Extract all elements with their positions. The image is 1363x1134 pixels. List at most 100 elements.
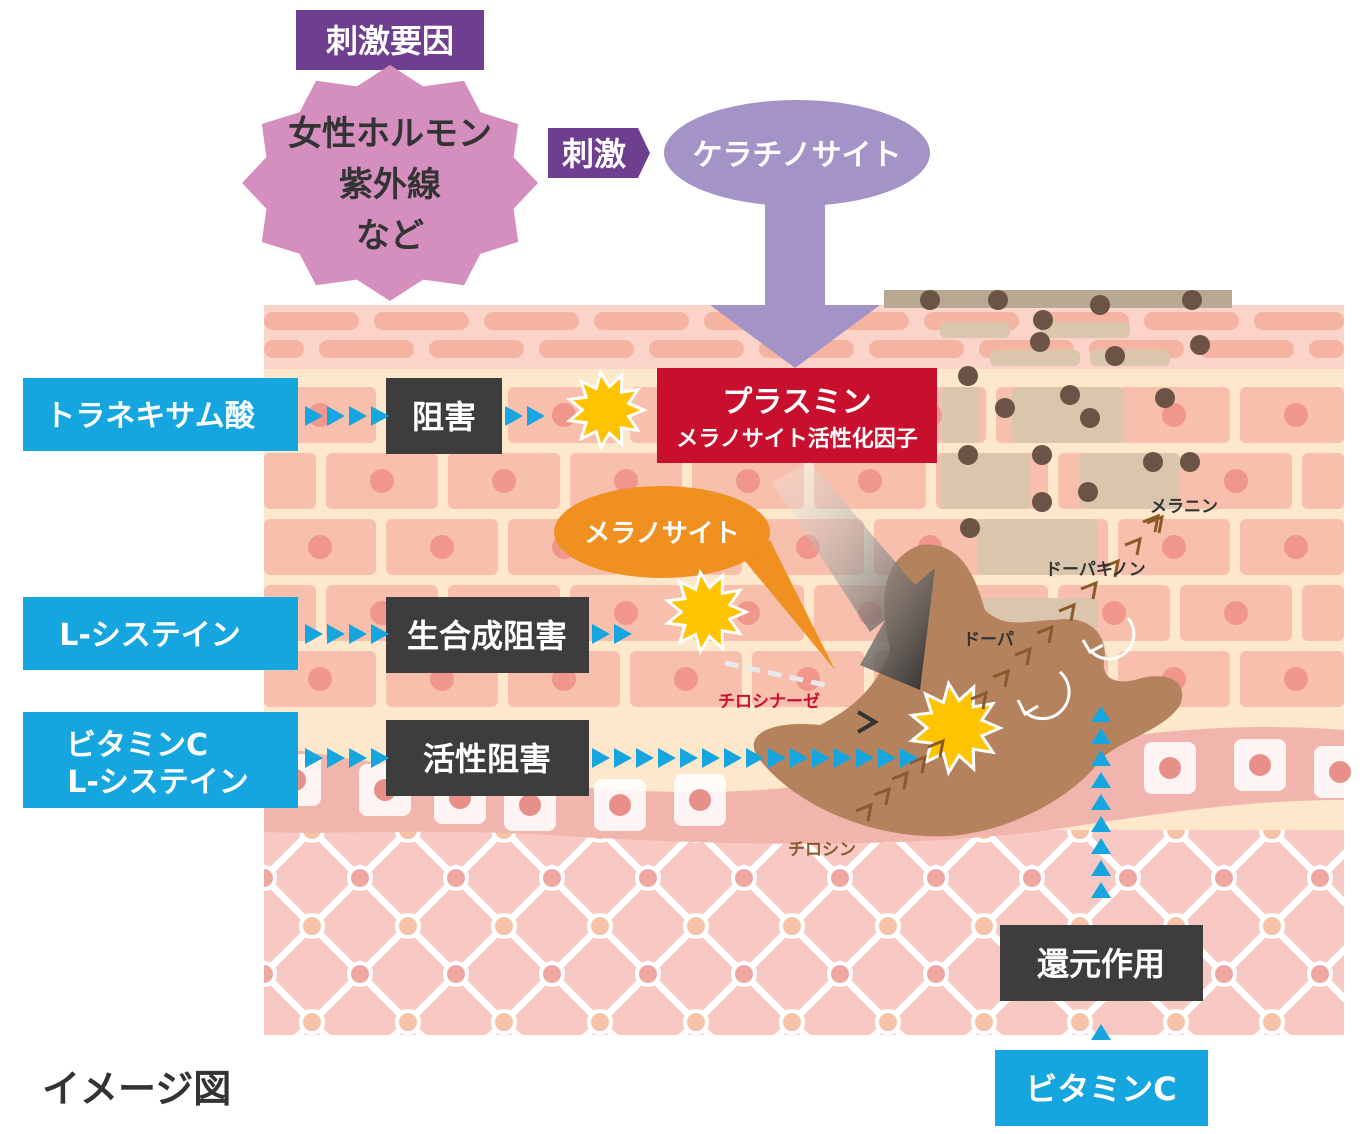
ingredient-box-cysteine xyxy=(23,597,298,670)
arrow-triangle-icon xyxy=(305,748,323,768)
action-inhibit: 阻害 xyxy=(412,398,476,436)
pathway-chevron-icon xyxy=(1058,602,1076,622)
ingredient-box-vitc-cysteine xyxy=(23,712,298,808)
pathway-chevron-icon xyxy=(1102,558,1120,578)
plasmin-subtitle: メラノサイト活性化因子 xyxy=(676,426,918,452)
melanin-granule xyxy=(1033,310,1053,330)
cell-nucleus xyxy=(308,535,332,559)
horn-cell xyxy=(539,340,634,358)
arrow-triangle-icon xyxy=(680,748,698,768)
arrow-triangle-icon xyxy=(768,748,786,768)
arrow-triangle-icon xyxy=(1091,794,1111,810)
pathway-chevron-icon xyxy=(1146,514,1164,534)
horn-cell xyxy=(1144,312,1239,330)
reduction-box xyxy=(1000,925,1203,1001)
cell-nucleus xyxy=(1284,667,1308,691)
reduction-swirl-arrowhead-icon xyxy=(1081,639,1104,655)
arrow-triangle-icon xyxy=(371,748,389,768)
stimulus-header-box xyxy=(296,10,484,70)
cell-nucleus xyxy=(736,601,760,625)
arrow-triangle-icon xyxy=(305,406,323,426)
pathway-chevron-icon xyxy=(992,668,1010,688)
epidermis-cell xyxy=(1302,453,1344,509)
horn-cell xyxy=(1254,312,1344,330)
horn-cell xyxy=(374,312,469,330)
cell-nucleus xyxy=(1329,761,1351,783)
arrow-triangle-icon xyxy=(878,748,896,768)
melanin-granule xyxy=(958,366,978,386)
arrow-triangle-icon xyxy=(592,748,610,768)
cell-nucleus xyxy=(1162,403,1186,427)
reduction-swirl-icon xyxy=(1024,670,1071,721)
pigmented-cell xyxy=(990,350,1080,366)
pathway-chevron-icon xyxy=(1036,624,1054,644)
cell-nucleus xyxy=(1249,754,1271,776)
cell-nucleus xyxy=(1224,469,1248,493)
arrow-triangle-icon xyxy=(349,624,367,644)
arrow-triangle-icon xyxy=(1091,750,1111,766)
stimulus-burst xyxy=(242,65,538,301)
epidermis-cell xyxy=(264,453,316,509)
melanin-granule xyxy=(1030,332,1050,352)
pathway-chevron-icon xyxy=(1080,580,1098,600)
action-box-biosynthesis xyxy=(386,597,589,673)
arrow-triangle-icon xyxy=(1091,728,1111,744)
cell-nucleus xyxy=(736,469,760,493)
melanin-granule xyxy=(1155,388,1175,408)
ingredient-box-tranexamic xyxy=(23,378,298,451)
horn-cell xyxy=(1309,340,1344,358)
reduction-swirl-arrowhead-icon xyxy=(1016,699,1039,717)
cell-nucleus xyxy=(1224,601,1248,625)
star-icon xyxy=(565,368,648,452)
stimulus-tag-arrow xyxy=(548,128,650,178)
horn-cell xyxy=(319,340,414,358)
arrow-triangle-icon xyxy=(790,748,808,768)
action-activity-inhibit: 活性阻害 xyxy=(423,740,551,778)
tyrosinase-dashed-line xyxy=(724,660,826,688)
horn-cell xyxy=(264,340,304,358)
melanocyte-callout-tail xyxy=(740,540,835,670)
arrow-triangle-icon xyxy=(527,406,545,426)
cell-nucleus xyxy=(609,794,631,816)
pigmented-cell xyxy=(940,453,1030,509)
horn-cell xyxy=(1199,340,1294,358)
horn-cell xyxy=(649,340,744,358)
melanin-granule xyxy=(1080,408,1100,428)
melanin-granule xyxy=(1032,445,1052,465)
melanin-granule xyxy=(920,290,940,310)
cell-nucleus xyxy=(430,535,454,559)
cell-nucleus xyxy=(1159,757,1181,779)
cell-nucleus xyxy=(858,469,882,493)
arrow-triangle-icon xyxy=(614,748,632,768)
pigmented-cell xyxy=(1040,322,1130,338)
melanin-granule xyxy=(995,398,1015,418)
cell-nucleus xyxy=(1284,535,1308,559)
horn-cell xyxy=(869,340,964,358)
melanin-granule xyxy=(960,518,980,538)
cell-nucleus xyxy=(1284,403,1308,427)
tyrosine-label: チロシン xyxy=(788,840,856,860)
stimulus-item-etc: など xyxy=(356,216,424,256)
arrow-triangle-icon xyxy=(746,748,764,768)
arrow-triangle-icon xyxy=(371,406,389,426)
pigmented-cell xyxy=(1090,350,1170,366)
cell-nucleus xyxy=(370,469,394,493)
melanin-granule xyxy=(1143,452,1163,472)
epidermis-cell xyxy=(1302,585,1344,641)
ingredient-cysteine-2: L-システイン xyxy=(67,765,249,800)
star-icon xyxy=(908,679,1004,777)
melanocyte-callout xyxy=(554,486,770,578)
arrow-triangle-icon xyxy=(592,624,610,644)
pigmented-area-top xyxy=(884,290,1232,308)
tyrosinase-label: チロシナーゼ xyxy=(718,691,820,712)
stimulus-item-hormone: 女性ホルモン xyxy=(288,114,492,154)
ingredient-cysteine: L-システイン xyxy=(59,618,241,653)
pathway-chevron-icon xyxy=(1014,646,1032,666)
arrow-triangle-icon xyxy=(327,406,345,426)
keratinocyte-label: ケラチノサイト xyxy=(692,138,901,173)
melanin-granule xyxy=(988,290,1008,310)
pathway-chevron-icon xyxy=(970,690,988,710)
cell-nucleus xyxy=(308,667,332,691)
arrow-triangle-icon xyxy=(349,748,367,768)
